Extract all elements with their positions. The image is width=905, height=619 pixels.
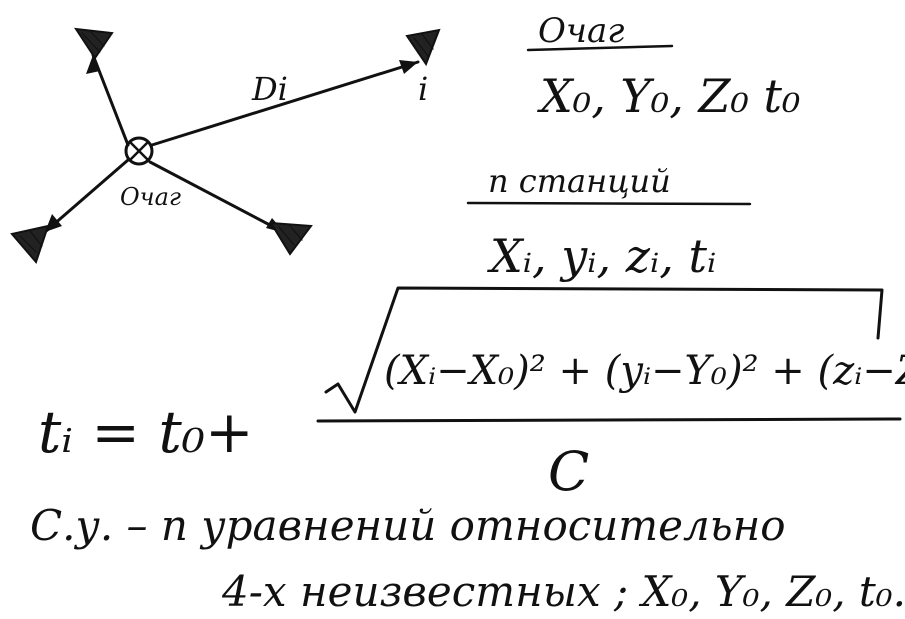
focus-heading-divider [526,44,674,52]
station-triangle-lower-left [10,224,50,264]
stations-heading-divider [466,201,752,206]
station-coordinates: Xᵢ, yᵢ, zᵢ, tᵢ [487,229,716,283]
square-root-sign [324,286,884,414]
arrowhead-upper-left [86,55,100,74]
ray-to-station-lower-left [43,158,130,234]
stations-heading: n станций [488,162,671,200]
arrowhead-lower-left [45,214,62,232]
system-line-2: 4-х неизвестных ; X₀, Y₀, Z₀, t₀. [221,567,905,616]
focus-coordinates: X₀, Y₀, Z₀ t₀ [537,69,800,123]
fraction-bar [316,417,902,423]
hypocenter-label: Очаг [120,183,181,211]
system-line-1: С.у. – n уравнений относительно [30,501,786,550]
hypocenter-symbol [124,136,154,166]
station-triangle-upper-left [73,27,114,60]
formula-radicand: (Xᵢ−X₀)² + (yᵢ−Y₀)² + (zᵢ−Z₀)² [384,348,905,394]
station-triangle-lower-right [269,221,313,256]
formula-lhs: tᵢ = t₀+ [38,398,254,466]
focus-heading: Очаг [538,11,624,51]
arrowhead-station-i [399,60,418,74]
hypocenter-diagram: Очаг Di i [10,27,441,264]
station-label: i [418,70,428,108]
ray-to-station-i [150,60,420,147]
formula-denominator: C [548,440,589,503]
travel-time-formula: tᵢ = t₀+ (Xᵢ−X₀)² + (yᵢ−Y₀)² + (zᵢ−Z₀)² … [38,286,905,503]
distance-label: Di [251,70,288,108]
station-triangle-i [405,28,441,67]
ray-to-station-lower-right [148,160,287,235]
